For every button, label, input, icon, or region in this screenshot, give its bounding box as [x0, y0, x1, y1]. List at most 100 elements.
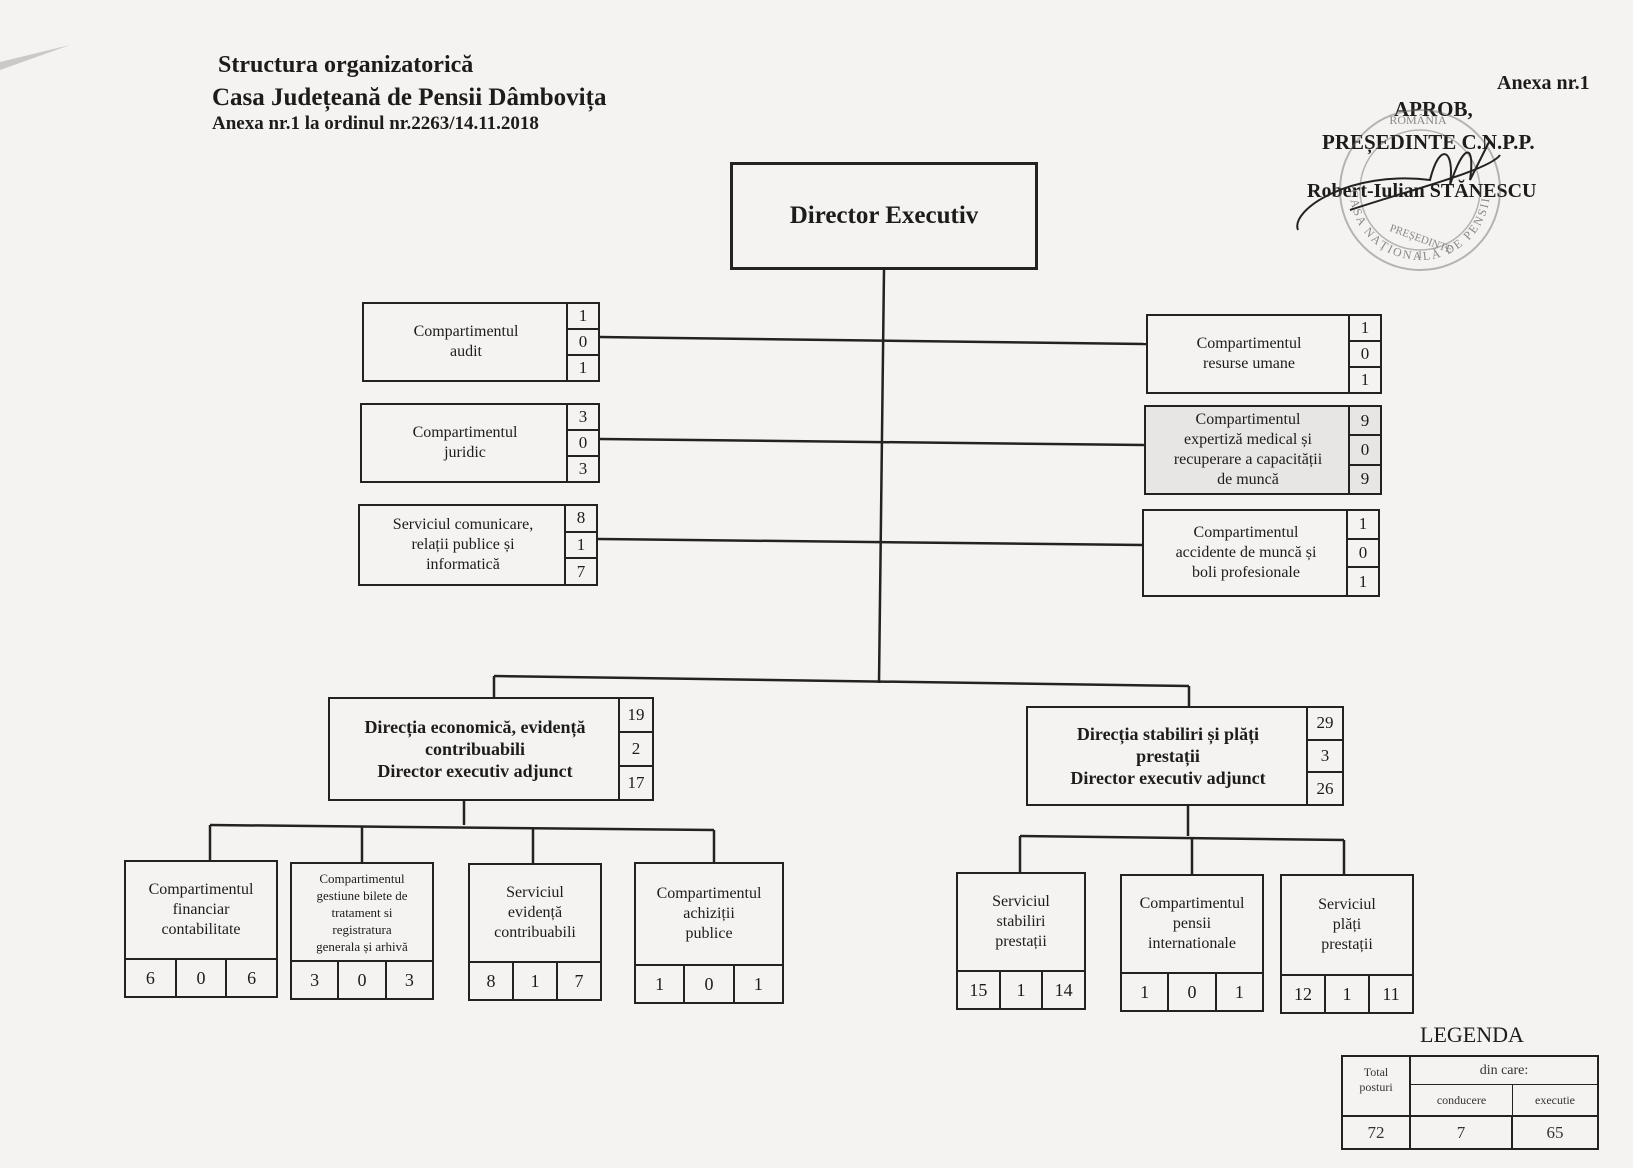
execution-posts: 7: [576, 561, 586, 581]
total-posts: 12: [1282, 976, 1326, 1012]
execution-posts: 9: [1360, 469, 1370, 489]
order-reference: Anexa nr.1 la ordinul nr.2263/14.11.2018: [212, 113, 539, 134]
total-posts: 9: [1350, 407, 1380, 437]
legend-conducere: conducere: [1411, 1085, 1513, 1117]
subunit-numbers: 3 0 3: [292, 960, 432, 998]
execution-posts: 1: [1360, 370, 1370, 389]
subunit-numbers: 15 1 14: [958, 970, 1084, 1008]
subunit-numbers: 1 0 1: [636, 964, 782, 1002]
directorate-stabiliri-plati: Direcția stabiliri și plăți prestații Di…: [1026, 706, 1344, 806]
subunit-numbers: 1 0 1: [1122, 972, 1262, 1010]
management-posts: 0: [177, 960, 228, 996]
subunit-label: Serviciul evidență contribuabili: [494, 884, 576, 941]
unit-label: Serviciul comunicare, relații publice și…: [392, 516, 534, 573]
total-posts: 1: [636, 966, 686, 1002]
subunit-label: Compartimentul achiziții publice: [656, 885, 762, 942]
legend-conducere-value: 7: [1411, 1117, 1513, 1148]
directorate-label: Direcția stabiliri și plăți prestații Di…: [1070, 724, 1266, 788]
directorate-economica: Direcția economică, evidență contribuabi…: [328, 697, 654, 801]
execution-posts: 3: [578, 459, 588, 478]
execution-posts: 7: [574, 970, 584, 991]
total-posts: 1: [1348, 511, 1378, 540]
unit-numbers: 9 0 9: [1348, 407, 1380, 493]
directorate-label: Direcția economică, evidență contribuabi…: [364, 717, 586, 781]
unit-numbers: 1 0 1: [566, 304, 598, 380]
unit-label: Compartimentul expertiză medical și recu…: [1173, 411, 1323, 488]
unit-label: Compartimentul accidente de muncă și bol…: [1175, 524, 1317, 581]
subunit-numbers: 6 0 6: [126, 958, 276, 996]
approver-role: PREȘEDINTE C.N.P.P.: [1322, 130, 1535, 154]
directorate-numbers: 19 2 17: [618, 699, 652, 799]
legend-executie-value: 65: [1546, 1122, 1564, 1142]
management-posts: 1: [514, 963, 558, 999]
management-posts: 0: [568, 431, 598, 457]
unit-audit: Compartimentul audit 1 0 1: [362, 302, 600, 382]
management-posts: 1: [1326, 976, 1370, 1012]
subunit-numbers: 12 1 11: [1282, 974, 1412, 1012]
unit-expertiza-medicala: Compartimentul expertiză medical și recu…: [1144, 405, 1382, 495]
annex-label: Anexa nr.1: [1497, 72, 1590, 94]
director-executiv-label: Director Executiv: [789, 202, 979, 229]
subunit-label: Serviciul plăți prestații: [1318, 896, 1376, 953]
execution-posts: 1: [578, 358, 588, 377]
management-posts: 3: [1308, 741, 1342, 774]
unit-numbers: 8 1 7: [564, 506, 596, 584]
management-posts: 0: [685, 966, 735, 1002]
management-posts: 0: [1350, 436, 1380, 466]
approval-label: APROB,: [1394, 97, 1473, 121]
unit-juridic: Compartimentul juridic 3 0 3: [360, 403, 600, 483]
execution-posts: 1: [1358, 571, 1368, 591]
legend-executie: executie: [1513, 1085, 1597, 1117]
management-posts: 0: [1348, 540, 1378, 569]
subunit-pensii-internationale: Compartimentul pensii internationale 1 0…: [1120, 874, 1264, 1012]
legend-din-care: din care:: [1411, 1057, 1597, 1085]
institution-name: Casa Județeană de Pensii Dâmbovița: [212, 84, 607, 111]
unit-accidente-munca: Compartimentul accidente de muncă și bol…: [1142, 509, 1380, 597]
management-posts: 0: [568, 330, 598, 356]
legend-total-value: 72: [1343, 1117, 1411, 1148]
subunit-label: Compartimentul financiar contabilitate: [148, 881, 254, 938]
total-posts: 8: [566, 506, 596, 533]
stamp-center-number: 1: [1417, 249, 1423, 261]
total-posts: 1: [1350, 316, 1380, 342]
execution-posts: 11: [1382, 983, 1400, 1004]
unit-label: Compartimentul juridic: [412, 424, 518, 461]
execution-posts: 3: [404, 969, 414, 990]
subunit-achizitii: Compartimentul achiziții publice 1 0 1: [634, 862, 784, 1004]
subunit-label: Compartimentul pensii internationale: [1139, 895, 1245, 952]
management-posts: 1: [1001, 972, 1044, 1008]
execution-posts: 14: [1054, 979, 1073, 1000]
unit-label: Compartimentul resurse umane: [1196, 335, 1302, 372]
stamp-top-text: ROMÂNIA: [1389, 113, 1447, 127]
total-posts: 29: [1308, 708, 1342, 741]
unit-numbers: 1 0 1: [1346, 511, 1378, 595]
subunit-stabiliri-prestatii: Serviciul stabiliri prestații 15 1 14: [956, 872, 1086, 1010]
subunit-evidenta-contribuabili: Serviciul evidență contribuabili 8 1 7: [468, 863, 602, 1001]
execution-posts: 1: [753, 973, 763, 994]
management-posts: 0: [339, 962, 387, 998]
execution-posts: 17: [627, 773, 645, 792]
total-posts: 1: [1122, 974, 1170, 1010]
approver-name: Robert-Iulian STĂNESCU: [1307, 180, 1537, 202]
directorate-numbers: 29 3 26: [1306, 708, 1342, 804]
subunit-financiar: Compartimentul financiar contabilitate 6…: [124, 860, 278, 998]
total-posts: 3: [292, 962, 340, 998]
legend-table: Total posturi din care: conducere execut…: [1341, 1055, 1599, 1150]
subunit-bilete-tratament: Compartimentul gestiune bilete de tratam…: [290, 862, 434, 1000]
director-executiv-box: Director Executiv: [730, 162, 1038, 270]
unit-label: Compartimentul audit: [413, 323, 519, 360]
legend-total-header: Total posturi: [1343, 1057, 1411, 1117]
unit-comunicare: Serviciul comunicare, relații publice și…: [358, 504, 598, 586]
chart-title: Structura organizatorică: [218, 52, 474, 78]
total-posts: 15: [958, 972, 1001, 1008]
execution-posts: 1: [1234, 981, 1244, 1002]
total-posts: 19: [620, 699, 652, 733]
unit-resurse-umane: Compartimentul resurse umane 1 0 1: [1146, 314, 1382, 394]
unit-numbers: 3 0 3: [566, 405, 598, 481]
execution-posts: 6: [247, 967, 257, 988]
total-posts: 3: [568, 405, 598, 431]
subunit-plati-prestatii: Serviciul plăți prestații 12 1 11: [1280, 874, 1414, 1014]
management-posts: 1: [566, 533, 596, 560]
total-posts: 6: [126, 960, 177, 996]
